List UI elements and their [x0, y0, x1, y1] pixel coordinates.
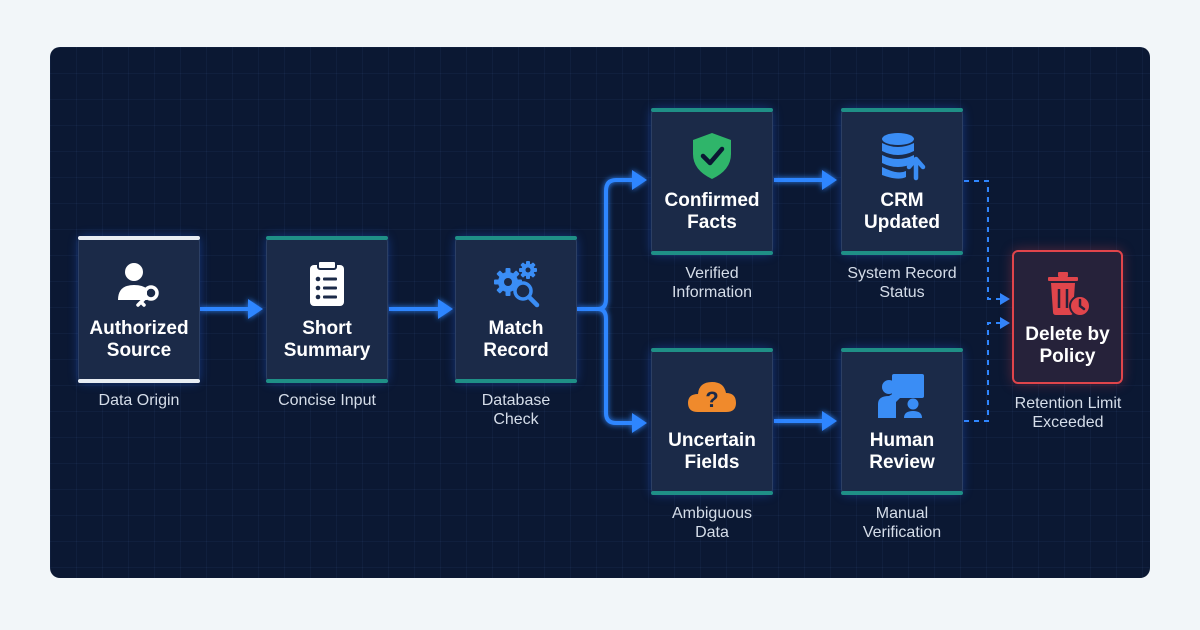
database-upload-icon: [841, 130, 963, 182]
connector-layer: [200, 170, 1010, 433]
user-key-icon: [78, 258, 200, 310]
caption-concise-input: Concise Input: [278, 392, 376, 409]
gears-magnifier-icon: [455, 258, 577, 310]
arrow-match-branch-lower: [597, 307, 632, 425]
dashed-human-to-delete: [964, 322, 1000, 422]
dashed-crm-to-delete: [964, 180, 1000, 300]
arrowhead-summary: [248, 299, 263, 319]
clipboard-list-icon: [266, 258, 388, 310]
arrowhead-crm: [822, 170, 837, 190]
arrowhead-uncertain: [632, 413, 647, 433]
caption-data-origin: Data Origin: [98, 392, 180, 409]
shield-check-icon: [651, 130, 773, 182]
arrowhead-confirmed: [632, 170, 647, 190]
presenter-icon: [841, 370, 963, 422]
svg-text:?: ?: [705, 387, 718, 412]
arrowhead-delete-lower: [1000, 317, 1010, 329]
trash-clock-icon: [1014, 268, 1121, 320]
arrowhead-delete-upper: [1000, 293, 1010, 305]
arrow-match-branch: [577, 178, 632, 311]
arrowhead-human: [822, 411, 837, 431]
arrowhead-match: [438, 299, 453, 319]
cloud-question-icon: ?: [651, 370, 773, 422]
